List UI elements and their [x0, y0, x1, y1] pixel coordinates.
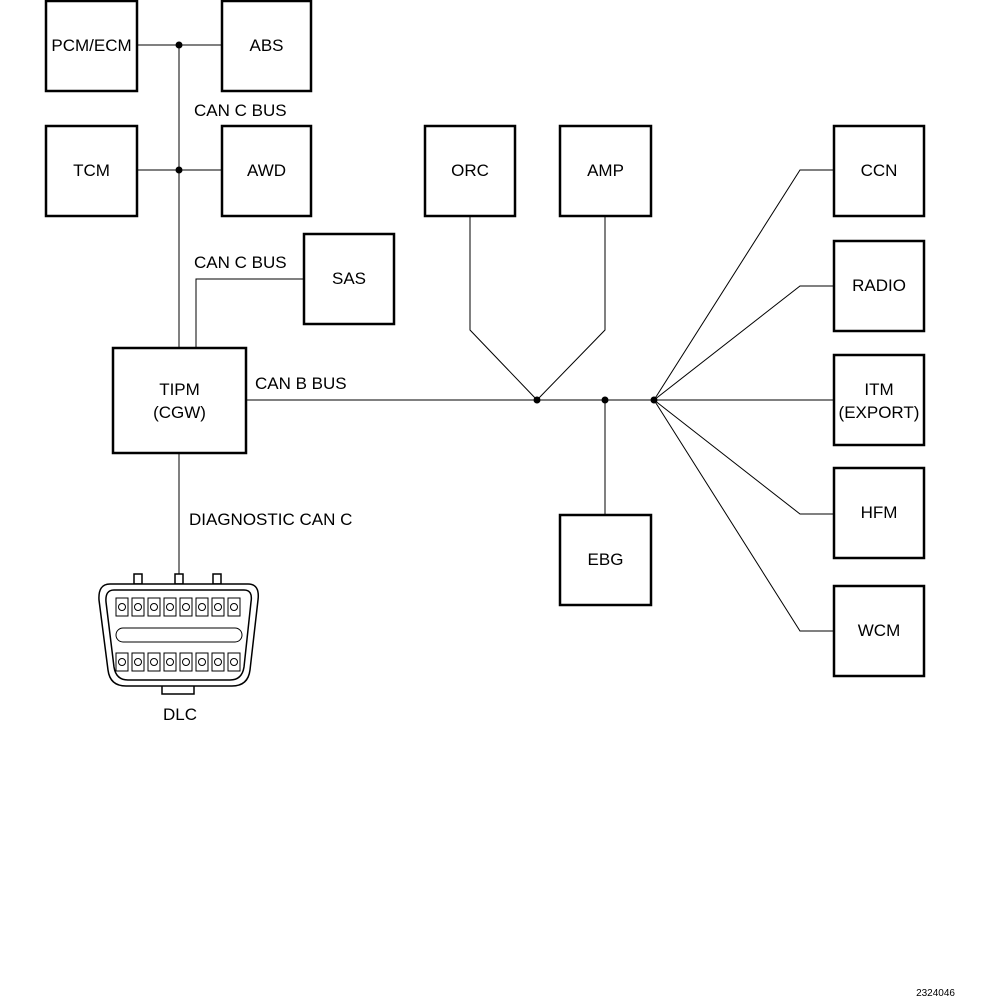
wire-orc	[469, 217, 538, 401]
module-label: (EXPORT)	[839, 403, 920, 422]
module-ebg: EBG	[558, 513, 653, 607]
module-label: ITM	[864, 380, 893, 399]
dlc-bottom-pins	[115, 652, 241, 672]
bus-label-can-c-2: CAN C BUS	[194, 253, 287, 272]
wire-sas	[195, 278, 304, 348]
junction-dot	[601, 396, 609, 404]
figure-id: 2324046	[916, 988, 955, 999]
module-label: (CGW)	[153, 403, 206, 422]
module-label: PCM/ECM	[51, 36, 131, 55]
module-label: HFM	[861, 503, 898, 522]
dlc-center-slot	[115, 627, 243, 643]
module-tcm: TCM	[44, 124, 139, 218]
module-label: AMP	[587, 161, 624, 180]
dlc-top-pins	[115, 597, 241, 617]
module-label: SAS	[332, 269, 366, 288]
module-label: EBG	[588, 550, 624, 569]
bus-label-can-c-1: CAN C BUS	[194, 101, 287, 120]
module-wcm: WCM	[832, 584, 926, 678]
module-pcm-ecm: PCM/ECM	[44, 0, 139, 93]
module-label: AWD	[247, 161, 286, 180]
module-label: TIPM	[159, 380, 200, 399]
module-label: CCN	[861, 161, 898, 180]
module-itm: ITM (EXPORT)	[832, 353, 926, 447]
junctions	[175, 41, 658, 404]
module-orc: ORC	[423, 124, 517, 218]
junction-dot	[175, 41, 183, 49]
module-ccn: CCN	[832, 124, 926, 218]
module-label: ORC	[451, 161, 489, 180]
junction-dot	[650, 396, 658, 404]
bus-label-can-b: CAN B BUS	[255, 374, 347, 393]
module-label: TCM	[73, 161, 110, 180]
wire-ccn	[653, 169, 835, 401]
module-label: RADIO	[852, 276, 906, 295]
dlc-connector-icon	[98, 573, 260, 695]
wire-wcm	[653, 399, 835, 632]
bus-label-diagnostic: DIAGNOSTIC CAN C	[189, 510, 352, 529]
junction-dot	[175, 166, 183, 174]
wire-radio	[653, 285, 835, 401]
module-amp: AMP	[558, 124, 653, 218]
wire-hfm	[653, 399, 835, 515]
module-awd: AWD	[220, 124, 313, 218]
module-abs: ABS	[220, 0, 313, 93]
module-label: ABS	[249, 36, 283, 55]
module-radio: RADIO	[832, 239, 926, 333]
module-sas: SAS	[302, 232, 396, 326]
module-hfm: HFM	[832, 466, 926, 560]
wire-amp	[536, 217, 606, 401]
module-tipm: TIPM (CGW)	[111, 346, 248, 455]
dlc-label: DLC	[163, 705, 197, 724]
module-label: WCM	[858, 621, 900, 640]
junction-dot	[533, 396, 541, 404]
